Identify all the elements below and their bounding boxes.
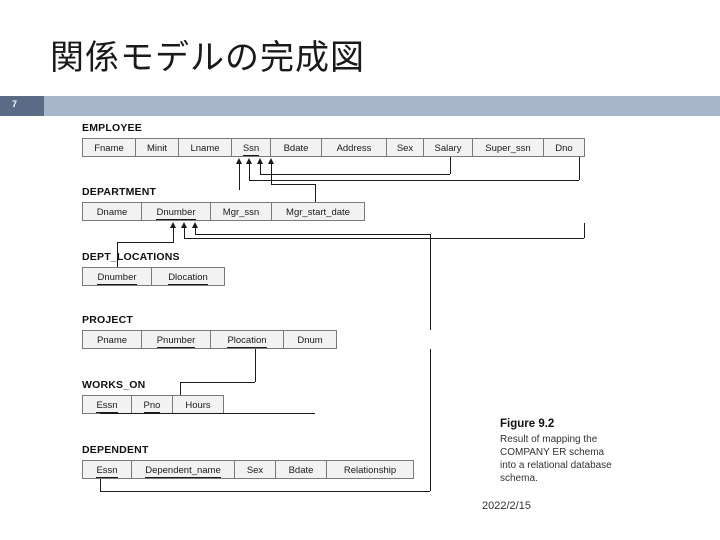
fk-line-h-mgr [271, 184, 315, 185]
fk-line-v-wo-pno [255, 349, 256, 382]
slide-number-box [0, 96, 44, 116]
column-dnum: Dnum [283, 330, 337, 349]
column-super-ssn: Super_ssn [472, 138, 544, 157]
fk-line-v7 [195, 228, 196, 234]
figure-caption-line4: schema. [500, 473, 538, 484]
column-dep-sex: Sex [234, 460, 276, 479]
column-mgr-start-date: Mgr_start_date [271, 202, 365, 221]
fk-line-v-super [450, 157, 451, 174]
fk-arrow-2 [246, 158, 252, 164]
column-lname: Lname [178, 138, 232, 157]
fk-line-v-dep [100, 479, 101, 491]
fk-line-h-dnum2 [195, 234, 430, 235]
slide-number: 7 [12, 99, 18, 109]
table-row-works-on: Essn Pno Hours [82, 395, 224, 414]
table-title-dept-locations: DEPT_LOCATIONS [82, 251, 180, 263]
column-pno: Pno [131, 395, 173, 414]
column-ssn: Ssn [231, 138, 271, 157]
column-dname: Dname [82, 202, 142, 221]
table-row-dept-locations: Dnumber Dlocation [82, 267, 225, 286]
slide-band [0, 96, 720, 116]
fk-line-h-wo-essn2 [100, 413, 315, 414]
fk-line-v-dep2 [430, 349, 431, 491]
column-mgr-ssn: Mgr_ssn [210, 202, 272, 221]
fk-arrow-1 [236, 158, 242, 164]
fk-line-h-dl [117, 242, 174, 243]
fk-line-v2 [249, 164, 250, 180]
column-fname: Fname [82, 138, 136, 157]
column-relationship: Relationship [326, 460, 414, 479]
column-minit: Minit [135, 138, 179, 157]
table-row-dependent: Essn Dependent_name Sex Bdate Relationsh… [82, 460, 414, 479]
table-title-works-on: WORKS_ON [82, 379, 146, 391]
fk-arrow-6 [181, 222, 187, 228]
column-plocation: Plocation [210, 330, 284, 349]
fk-line-v1 [239, 164, 240, 190]
column-dl-dnumber: Dnumber [82, 267, 152, 286]
figure-caption-line3: into a relational database [500, 460, 612, 471]
column-salary: Salary [423, 138, 473, 157]
fk-line-h-dno [249, 180, 579, 181]
figure-label: Figure 9.2 [500, 418, 555, 430]
page-title: 関係モデルの完成図 [50, 39, 365, 77]
column-pnumber: Pnumber [141, 330, 211, 349]
table-title-project: PROJECT [82, 314, 133, 326]
column-hours: Hours [172, 395, 224, 414]
table-title-department: DEPARTMENT [82, 186, 157, 198]
fk-line-h-dnum-proj [184, 238, 584, 239]
figure-caption-line2: COMPANY ER schema [500, 447, 605, 458]
fk-line-h-super [260, 174, 450, 175]
table-row-project: Pname Pnumber Plocation Dnum [82, 330, 337, 349]
table-title-employee: EMPLOYEE [82, 122, 142, 134]
table-title-dependent: DEPENDENT [82, 444, 149, 456]
fk-line-v-mgr [315, 184, 316, 202]
fk-line-v6 [184, 228, 185, 238]
column-dependent-name: Dependent_name [131, 460, 235, 479]
fk-arrow-7 [192, 222, 198, 228]
fk-line-v3 [260, 164, 261, 174]
figure-caption: Figure 9.2 Result of mapping the COMPANY… [500, 418, 680, 485]
table-row-employee: Fname Minit Lname Ssn Bdate Address Sex … [82, 138, 585, 157]
fk-line-v-dnum2 [430, 234, 431, 330]
er-relational-diagram: EMPLOYEE Fname Minit Lname Ssn Bdate Add… [80, 118, 640, 492]
column-bdate: Bdate [270, 138, 322, 157]
slide-date: 2022/2/15 [482, 500, 531, 512]
column-dep-essn: Essn [82, 460, 132, 479]
table-row-department: Dname Dnumber Mgr_ssn Mgr_start_date [82, 202, 365, 221]
column-wo-essn: Essn [82, 395, 132, 414]
column-sex: Sex [386, 138, 424, 157]
fk-line-v-dl [117, 242, 118, 267]
column-pname: Pname [82, 330, 142, 349]
fk-arrow-5 [170, 222, 176, 228]
fk-arrow-4 [268, 158, 274, 164]
fk-line-v-wo-essn [180, 382, 181, 395]
column-dno: Dno [543, 138, 585, 157]
fk-line-v5 [173, 228, 174, 242]
column-dep-bdate: Bdate [275, 460, 327, 479]
column-dlocation: Dlocation [151, 267, 225, 286]
column-dnumber: Dnumber [141, 202, 211, 221]
fk-line-v-proj-up [584, 223, 585, 238]
fk-arrow-3 [257, 158, 263, 164]
column-address: Address [321, 138, 387, 157]
fk-line-h-dep [100, 491, 430, 492]
fk-line-v-dno [579, 157, 580, 180]
fk-line-h-wo [180, 382, 255, 383]
figure-caption-line1: Result of mapping the [500, 434, 598, 445]
